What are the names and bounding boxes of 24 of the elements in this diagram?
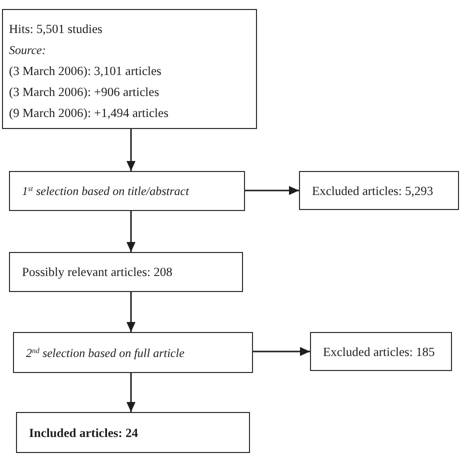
excluded-count-text: Excluded articles: 5,293 xyxy=(312,182,434,198)
step-text: 1$^{st}$ selection based on title/abstract xyxy=(22,183,189,199)
source-count-text: (3 March 2006): 3,101 articles xyxy=(9,63,162,80)
arrow xyxy=(126,292,136,332)
excluded-count-text: Excluded articles: 185 xyxy=(323,344,435,360)
arrow xyxy=(126,373,136,412)
arrow xyxy=(253,347,310,356)
step-text: 2$^{nd}$ selection based on full article xyxy=(26,344,184,360)
source-heading: Source: xyxy=(9,42,46,59)
source-count-text: (9 March 2006): +1,494 articles xyxy=(9,105,168,122)
arrow xyxy=(245,186,299,195)
relevant-count-text: Possibly relevant articles: 208 xyxy=(22,264,172,280)
source-count-text: (3 March 2006): +906 articles xyxy=(9,84,160,101)
exclusion-box xyxy=(299,171,459,210)
hits-count-text: Hits: 5,501 studies xyxy=(9,21,102,38)
screening-step-box xyxy=(9,171,245,211)
final-result-box xyxy=(16,412,250,453)
included-count-text: Included articles: 24 xyxy=(29,424,138,440)
screening-step-box xyxy=(13,332,253,373)
exclusion-box xyxy=(310,332,452,371)
arrow xyxy=(126,211,136,252)
arrow xyxy=(126,129,136,171)
result-box xyxy=(9,252,243,292)
search-results-box xyxy=(2,9,257,129)
